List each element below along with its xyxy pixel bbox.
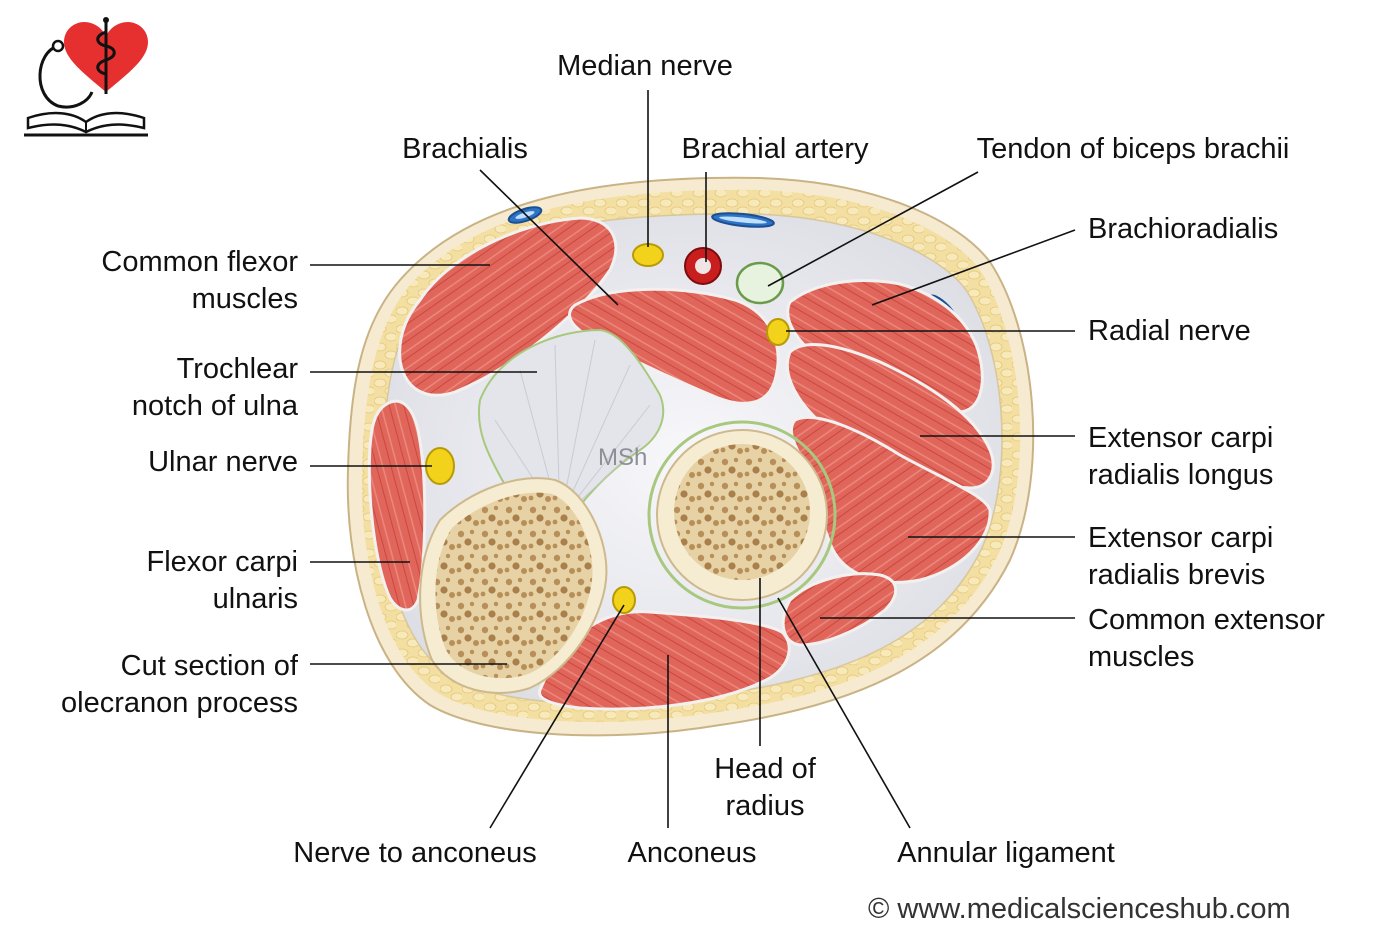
label-common-extensor-muscles: Common extensor muscles — [1088, 604, 1325, 673]
label-tendon-of-biceps-brachii: Tendon of biceps brachii — [976, 133, 1290, 165]
label-nerve-to-anconeus: Nerve to anconeus — [293, 837, 537, 869]
label-extensor-carpi-radialis-brevis: Extensor carpi radialis brevis — [1088, 522, 1274, 591]
radius-trabecular — [674, 444, 810, 580]
label-ulnar-nerve: Ulnar nerve — [148, 446, 298, 478]
label-trochlear-notch-of-ulna: Trochlear notch of ulna — [131, 353, 298, 422]
brachial-artery-lumen — [695, 258, 711, 274]
label-head-of-radius: Head of radius — [714, 753, 816, 822]
leader-lines — [310, 90, 1076, 829]
copyright-notice: © www.medicalscienceshub.com — [868, 893, 1291, 925]
median-nerve — [632, 243, 664, 267]
olecranon-trabecular — [435, 492, 593, 679]
tendon-of-biceps — [735, 261, 785, 305]
anconeus-muscle — [538, 610, 791, 711]
medical-sciences-hub-logo — [24, 17, 148, 137]
label-median-nerve: Median nerve — [557, 50, 733, 82]
diagram-watermark: MSh — [598, 444, 647, 471]
label-anconeus: Anconeus — [627, 837, 757, 869]
label-brachialis: Brachialis — [402, 133, 528, 165]
label-common-flexor-muscles: Common flexor muscles — [101, 246, 298, 315]
label-radial-nerve: Radial nerve — [1088, 315, 1251, 347]
stethoscope-icon — [38, 44, 94, 109]
label-brachioradialis: Brachioradialis — [1088, 213, 1279, 245]
nerve-to-anconeus — [612, 586, 636, 614]
label-annular-ligament: Annular ligament — [897, 837, 1115, 869]
annular-ligament-ring — [647, 420, 837, 610]
label-brachial-artery: Brachial artery — [681, 133, 869, 165]
flexor-carpi-ulnaris-muscle — [367, 399, 427, 612]
label-extensor-carpi-radialis-longus: Extensor carpi radialis longus — [1088, 422, 1274, 491]
radial-nerve — [766, 318, 790, 346]
label-flexor-carpi-ulnaris: Flexor carpi ulnaris — [146, 546, 299, 615]
label-cut-section-of-olecranon-process: Cut section of olecranon process — [61, 650, 298, 719]
